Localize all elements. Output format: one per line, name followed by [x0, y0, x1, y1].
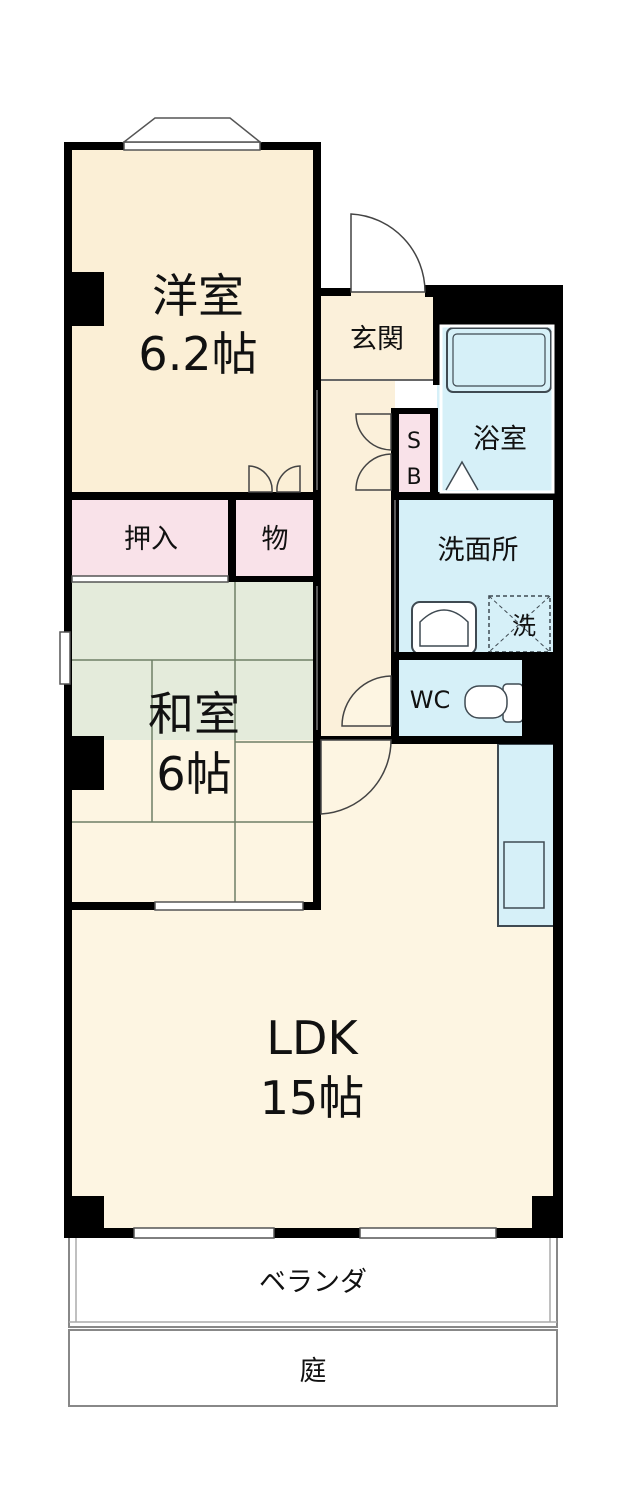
bathroom-frame: [439, 324, 555, 494]
japanese-room-size: 6帖: [156, 747, 231, 801]
washer-label: 洗: [512, 612, 536, 640]
ldk-size: 15帖: [260, 1071, 365, 1125]
shoe-box-floor: [396, 412, 432, 498]
bay-window: [121, 117, 263, 143]
ldk-name: LDK: [266, 1011, 359, 1065]
washbasin-bowl: [419, 609, 469, 647]
veranda-label: ベランダ: [259, 1267, 367, 1298]
toilet-bowl: [464, 685, 508, 719]
doors: [248, 213, 426, 815]
bathtub-inner: [452, 333, 546, 387]
entrance-label: 玄関: [350, 324, 404, 355]
bathroom-label: 浴室: [473, 424, 527, 455]
closet-label: 押入: [124, 524, 178, 555]
shoe-box-label-b: B: [406, 465, 421, 490]
toilet-label: WC: [410, 686, 451, 714]
windows: [59, 141, 497, 1239]
japanese-room-name: 和室: [148, 687, 240, 741]
western-room-floor: [71, 146, 315, 496]
closet-floor: [71, 500, 231, 578]
entrance-floor: [320, 292, 434, 380]
storage-floor: [235, 500, 315, 578]
kitchen-counter: [497, 743, 555, 927]
garden-label: 庭: [300, 1356, 327, 1387]
western-room-name: 洋室: [152, 269, 244, 323]
washroom-label: 洗面所: [438, 535, 519, 566]
kitchen-sink: [503, 841, 545, 909]
garden-area: [68, 1329, 558, 1407]
veranda-area: [68, 1235, 558, 1328]
bathtub: [446, 327, 552, 393]
shoe-box-label-s: S: [407, 429, 421, 454]
western-room-size: 6.2帖: [138, 327, 257, 381]
storage-label: 物: [262, 524, 289, 555]
tatami-lines: [71, 580, 315, 906]
bath-door-triangle: [445, 460, 479, 491]
